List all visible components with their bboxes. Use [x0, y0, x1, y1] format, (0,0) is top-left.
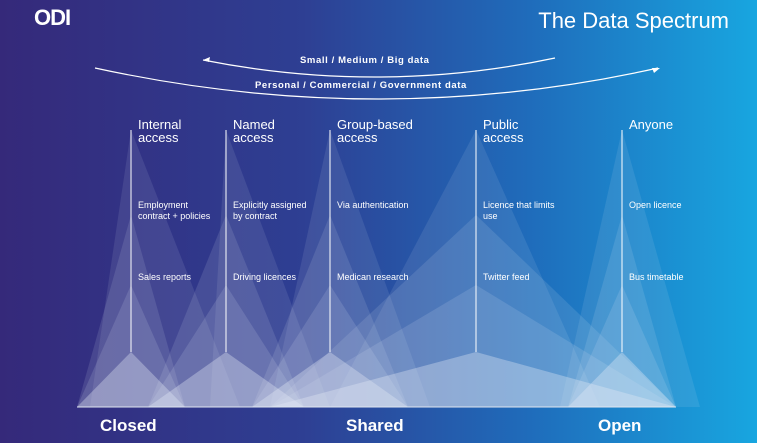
arrow-right-icon	[652, 68, 660, 73]
page-title: The Data Spectrum	[538, 8, 729, 33]
column-desc1: Via authentication	[337, 200, 409, 210]
scale-shared: Shared	[346, 416, 404, 435]
arc-bottom	[94, 67, 659, 100]
beam-3-3	[270, 352, 676, 407]
beam-2-3	[252, 352, 408, 407]
beam-0-0	[90, 130, 240, 407]
column-desc1: Explicitly assigned by contract	[233, 200, 307, 221]
column-desc1: Open licence	[629, 200, 682, 210]
column-desc2: Bus timetable	[629, 272, 684, 282]
scale-closed: Closed	[100, 416, 157, 435]
beam-3-0	[330, 130, 600, 407]
odi-logo: ODI	[34, 5, 71, 30]
beam-0-3	[77, 352, 185, 407]
arc-label-size: Small / Medium / Big data	[300, 55, 430, 66]
beam-3-1	[270, 215, 676, 407]
beam-1-0	[210, 130, 330, 407]
column-desc2: Driving licences	[233, 272, 297, 282]
column-heading: Named access	[233, 117, 275, 145]
beam-1-3	[148, 352, 304, 407]
arc-top	[202, 57, 556, 78]
scale-open: Open	[598, 416, 642, 435]
column-desc2: Twitter feed	[483, 272, 530, 282]
beam-4-3	[568, 352, 676, 407]
column-heading: Internal access	[138, 117, 182, 145]
column-heading: Group-based access	[337, 117, 413, 145]
column-heading: Anyone	[629, 117, 674, 132]
column-desc1: Licence that limits use	[483, 200, 555, 221]
arrow-left-icon	[203, 57, 210, 62]
column-desc1: Employment contract + policies	[138, 200, 211, 221]
beam-3-2	[270, 285, 676, 407]
beam-4-0	[560, 130, 700, 407]
column-desc2: Sales reports	[138, 272, 192, 282]
column-desc2: Medican research	[337, 272, 409, 282]
column-heading: Public access	[483, 117, 524, 145]
beam-2-0	[270, 130, 430, 407]
arc-label-type: Personal / Commercial / Government data	[255, 80, 467, 91]
